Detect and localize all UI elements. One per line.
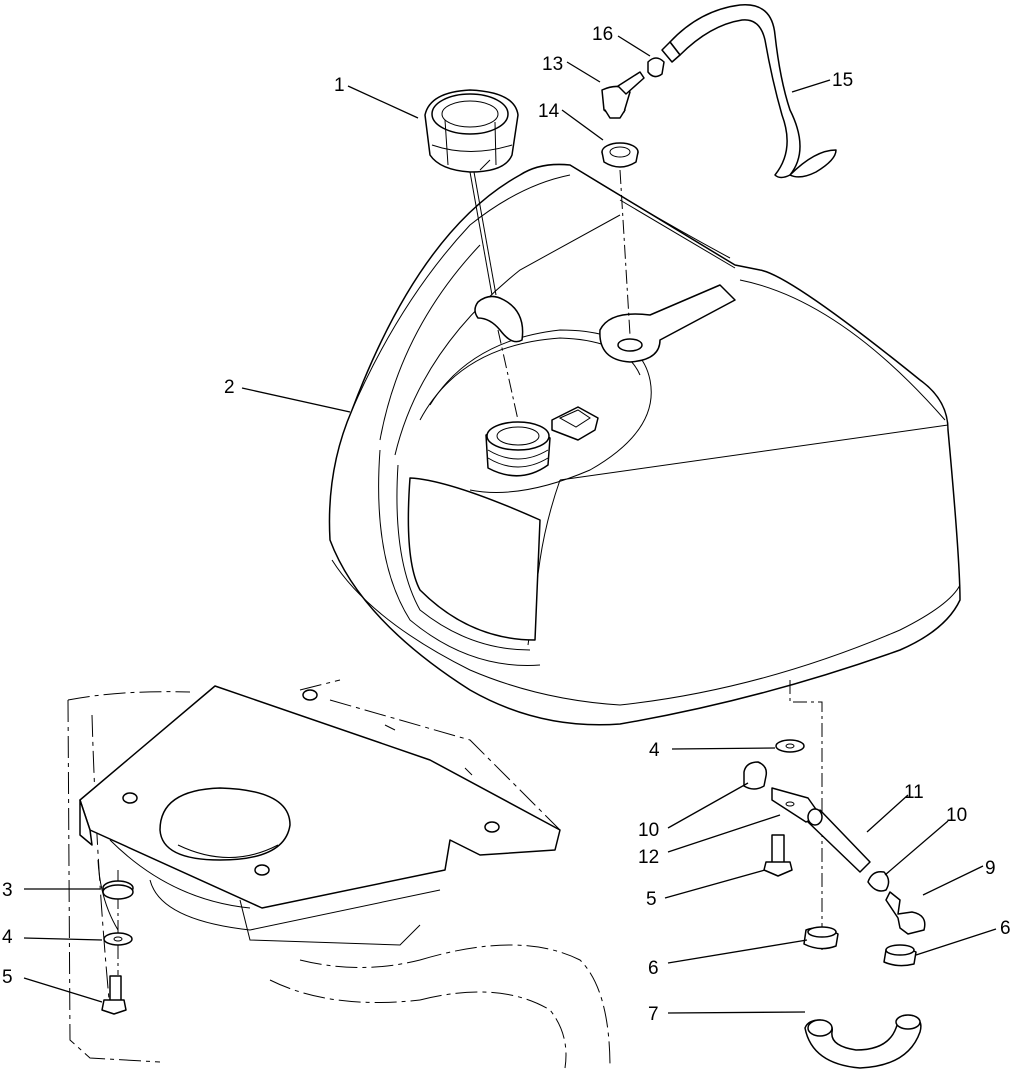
fuel-cap-icon xyxy=(424,89,519,173)
callout-10-left: 10 xyxy=(638,820,659,841)
callout-2: 2 xyxy=(224,377,235,398)
callout-9: 9 xyxy=(985,858,996,879)
callout-5-left: 5 xyxy=(2,967,13,988)
callout-6-right: 6 xyxy=(1000,918,1011,939)
right-hardware-group xyxy=(743,680,926,1069)
left-hardware-stack xyxy=(101,870,134,1015)
leader-lines xyxy=(23,35,997,1014)
callout-3: 3 xyxy=(2,880,13,901)
cap-tether xyxy=(469,171,524,421)
callout-16: 16 xyxy=(592,24,613,45)
mounting-frame-icon xyxy=(79,685,561,946)
callout-11: 11 xyxy=(904,782,924,803)
callout-7: 7 xyxy=(648,1004,659,1025)
callout-14: 14 xyxy=(538,101,560,122)
callout-4-right: 4 xyxy=(649,740,660,761)
callout-5-right: 5 xyxy=(646,889,657,910)
mounting-frame-phantom xyxy=(67,679,611,1069)
callout-10-right: 10 xyxy=(946,805,967,826)
callout-13: 13 xyxy=(542,54,563,75)
vent-assembly xyxy=(601,4,837,336)
callout-labels: 1 2 3 4 5 4 5 6 6 7 9 10 10 11 12 13 14 … xyxy=(2,24,1011,1025)
fuel-tank-icon xyxy=(328,163,961,726)
callout-1: 1 xyxy=(334,75,345,96)
callout-4-left: 4 xyxy=(2,927,13,948)
callout-12: 12 xyxy=(638,847,659,868)
callout-6-left: 6 xyxy=(648,958,659,979)
callout-15: 15 xyxy=(832,70,853,91)
